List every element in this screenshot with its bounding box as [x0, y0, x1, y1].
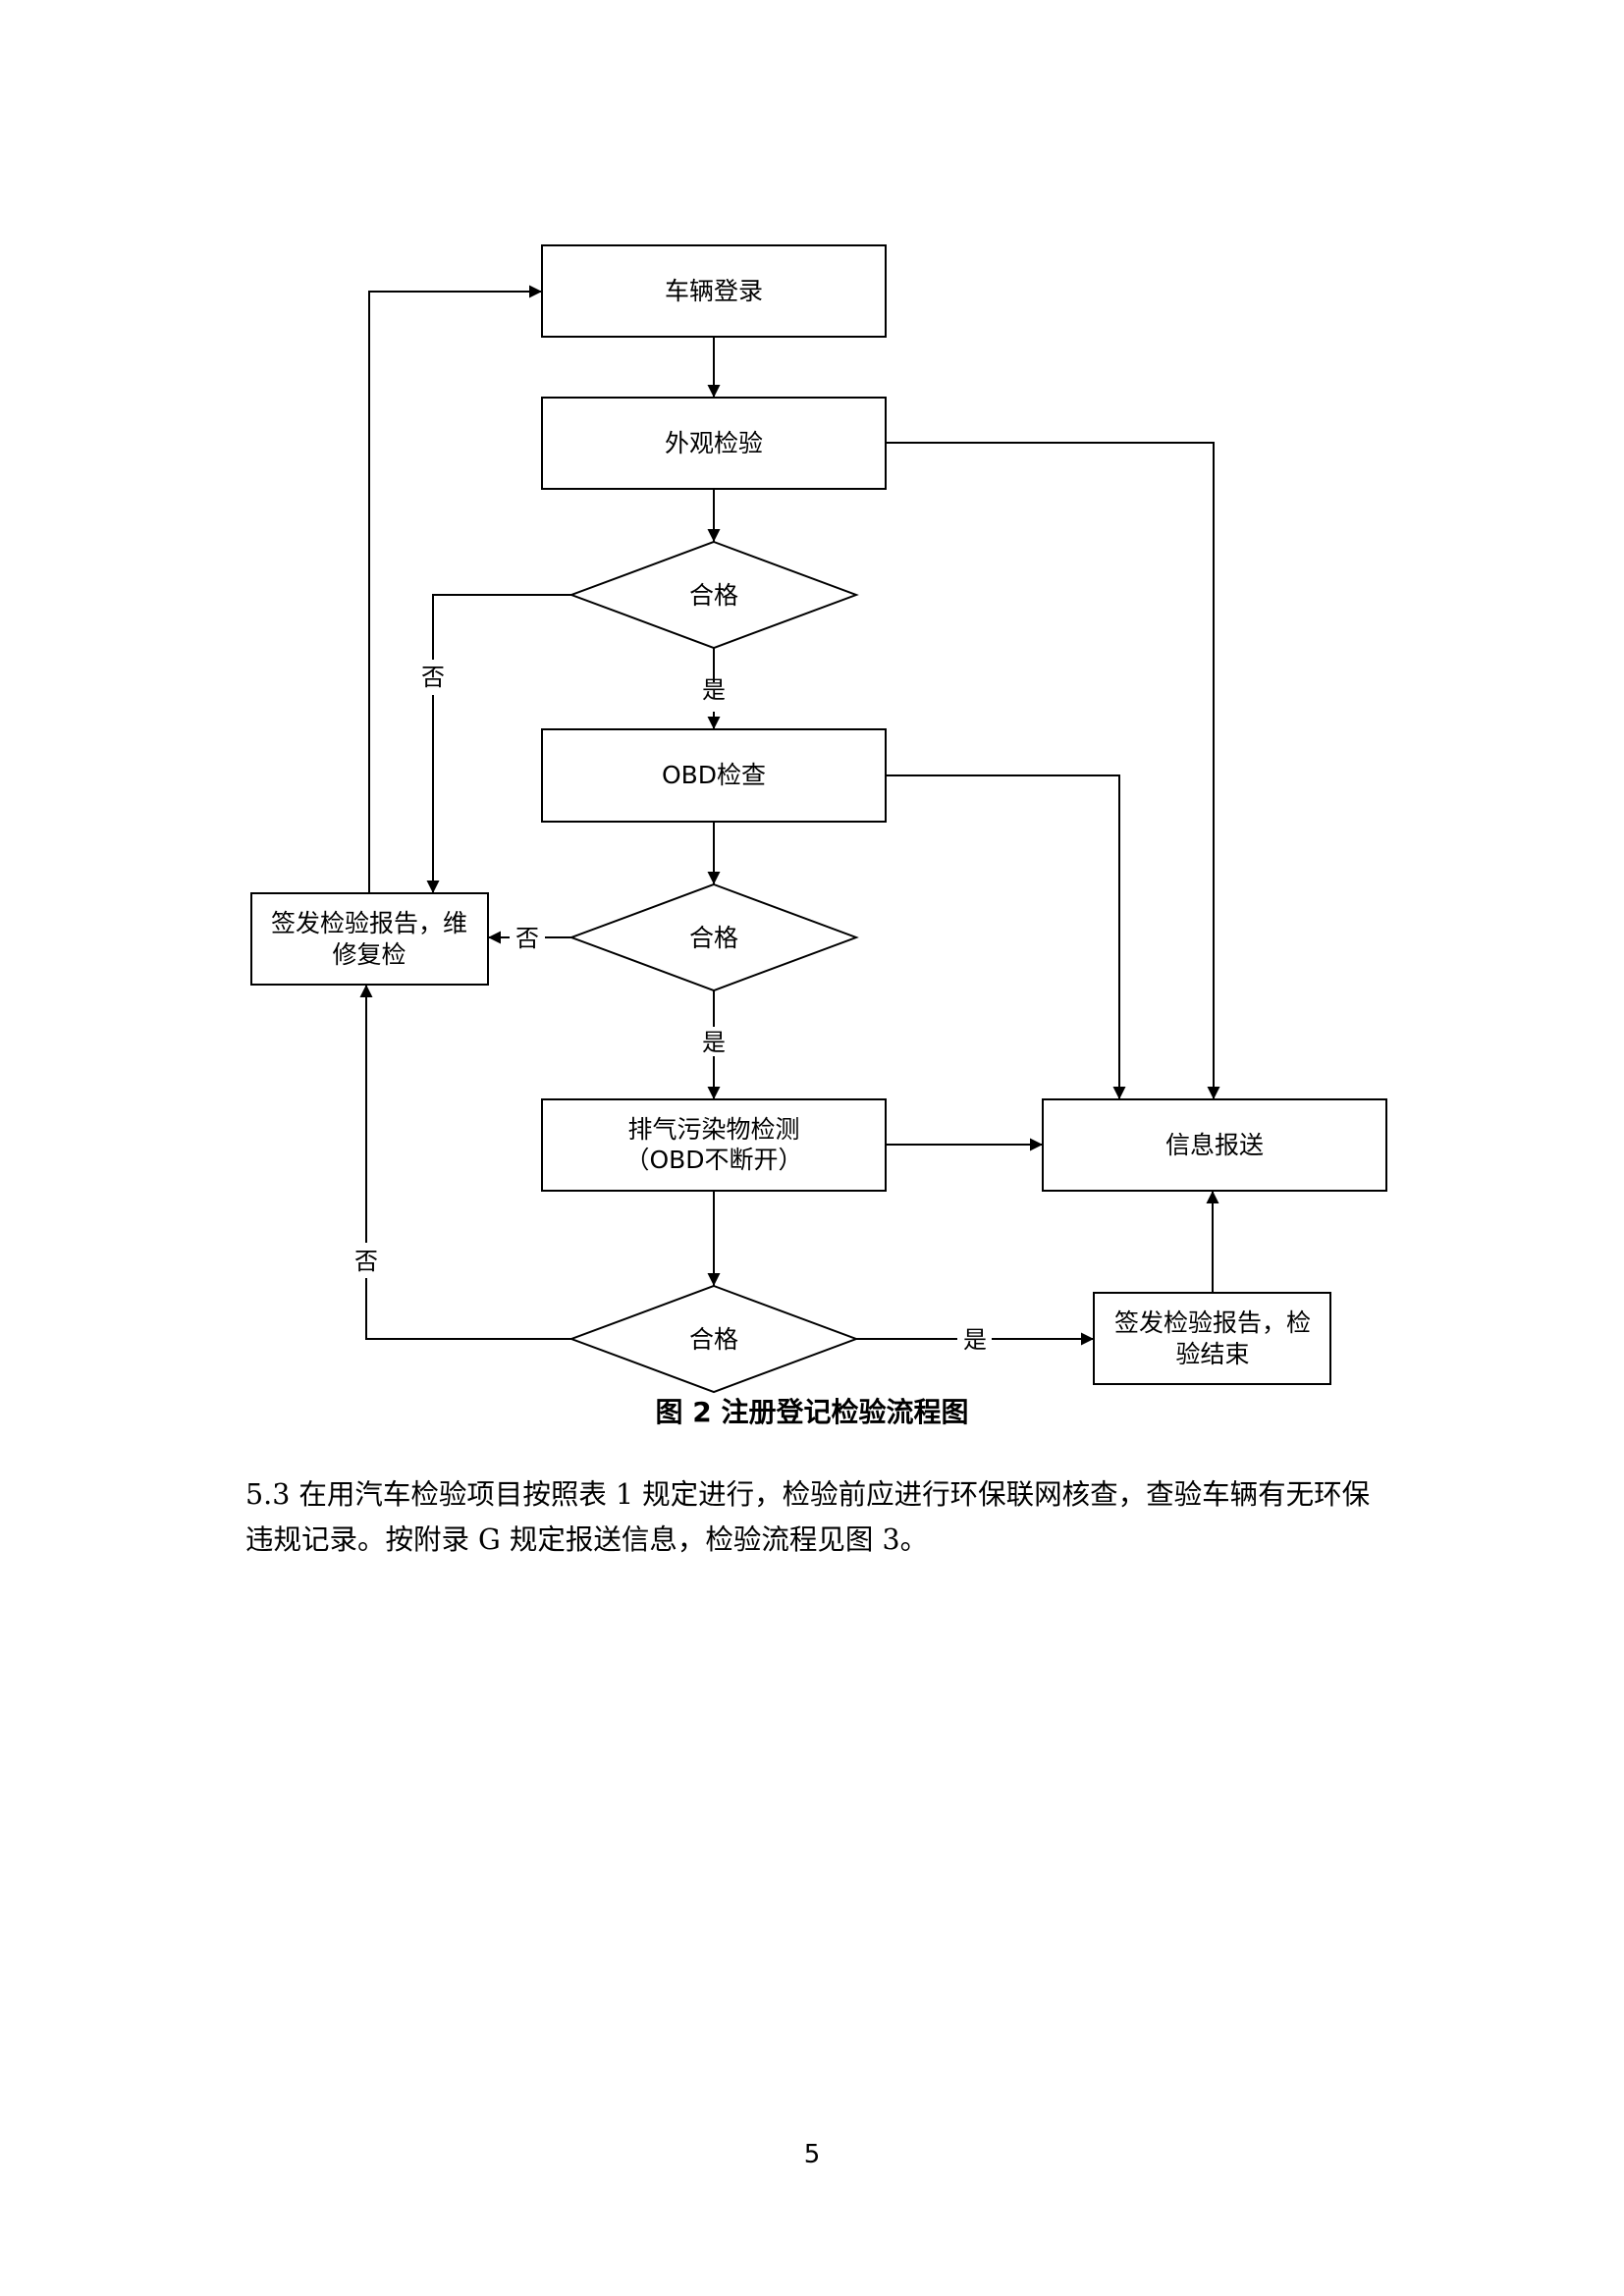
paragraph-line-2: 违规记录。按附录 G 规定报送信息，检验流程见图 3。	[245, 1523, 929, 1556]
emission-test-label-line1: 排气污染物检测	[627, 1115, 799, 1144]
issue-repair-box	[250, 892, 489, 986]
edge-obd-to-report	[886, 774, 1126, 1099]
body-paragraph: 5.3 在用汽车检验项目按照表 1 规定进行，检验前应进行环保联网核查，查验车辆…	[245, 1472, 1384, 1563]
paragraph-line-1: 5.3 在用汽车检验项目按照表 1 规定进行，检验前应进行环保联网核查，查验车辆…	[245, 1478, 1371, 1511]
decision3-label: 合格	[689, 1325, 738, 1354]
info-report-label: 信息报送	[1165, 1131, 1264, 1159]
issue-end-label-line2: 验结束	[1175, 1340, 1249, 1368]
issue-repair-label-line1: 签发检验报告，维	[271, 909, 467, 937]
decision2-no-label: 否	[515, 925, 539, 952]
decision3-no-label: 否	[354, 1248, 378, 1275]
decision1-label: 合格	[689, 581, 738, 610]
appearance-check-label: 外观检验	[665, 429, 763, 457]
issue-repair-label-line2: 修复检	[332, 940, 406, 969]
issue-end-box	[1093, 1292, 1331, 1385]
emission-test-label-line2: （OBD不断开）	[624, 1146, 802, 1174]
edge-appearance-to-report	[886, 442, 1220, 1099]
decision3-yes-label: 是	[963, 1326, 987, 1354]
registration-inspection-flowchart: 车辆登录 外观检验 合格 OBD检查 合格 签发检验报告，维 修复检 排气污染物…	[250, 244, 1387, 1394]
issue-end-label-line1: 签发检验报告，检	[1114, 1308, 1311, 1337]
edge-decision3-no	[366, 985, 571, 1340]
page-number: 5	[803, 2140, 821, 2169]
figure-caption: 图 2 注册登记检验流程图	[655, 1396, 969, 1428]
obd-check-label: OBD检查	[662, 761, 766, 789]
decision1-yes-label: 是	[702, 676, 726, 704]
edge-decision1-no	[433, 594, 571, 893]
edge-repair-to-login	[368, 285, 542, 893]
decision3-diamond	[568, 1284, 859, 1394]
decision1-no-label: 否	[421, 664, 445, 691]
decision2-yes-label: 是	[702, 1029, 726, 1056]
vehicle-login-label: 车辆登录	[665, 277, 763, 305]
decision2-label: 合格	[689, 924, 738, 952]
